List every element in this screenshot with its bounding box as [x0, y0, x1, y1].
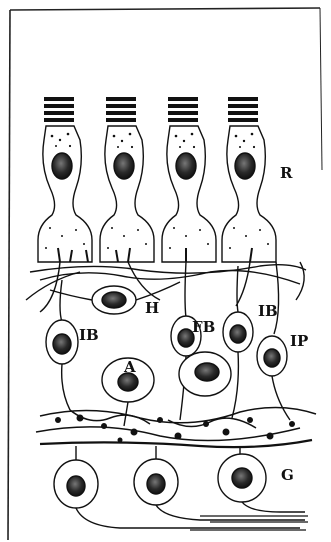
label-ib-left: IB — [79, 326, 99, 344]
label-fb: FB — [192, 318, 215, 336]
horizontal-cell — [50, 282, 180, 314]
receptor-cell — [162, 126, 216, 262]
label-ip: IP — [290, 332, 308, 350]
inner-nuclear-layer — [46, 262, 290, 426]
label-h: H — [145, 299, 159, 317]
large-inner-cell — [179, 352, 231, 396]
photoreceptor-layer — [38, 97, 276, 262]
receptor-outer-segments — [44, 97, 258, 122]
bipolar-cell-ib-right — [223, 266, 253, 418]
receptor-cell — [100, 126, 154, 262]
label-a: A — [123, 358, 136, 376]
inner-plexiform-processes — [36, 407, 316, 447]
receptor-cell — [38, 126, 92, 262]
label-r: R — [280, 164, 293, 182]
receptor-cell — [222, 126, 276, 262]
bipolar-cell-ip — [257, 262, 290, 420]
label-ib-right: IB — [258, 302, 278, 320]
receptor-nuclei — [52, 153, 255, 179]
bipolar-cell-fb — [171, 262, 201, 420]
label-g: G — [281, 466, 294, 484]
